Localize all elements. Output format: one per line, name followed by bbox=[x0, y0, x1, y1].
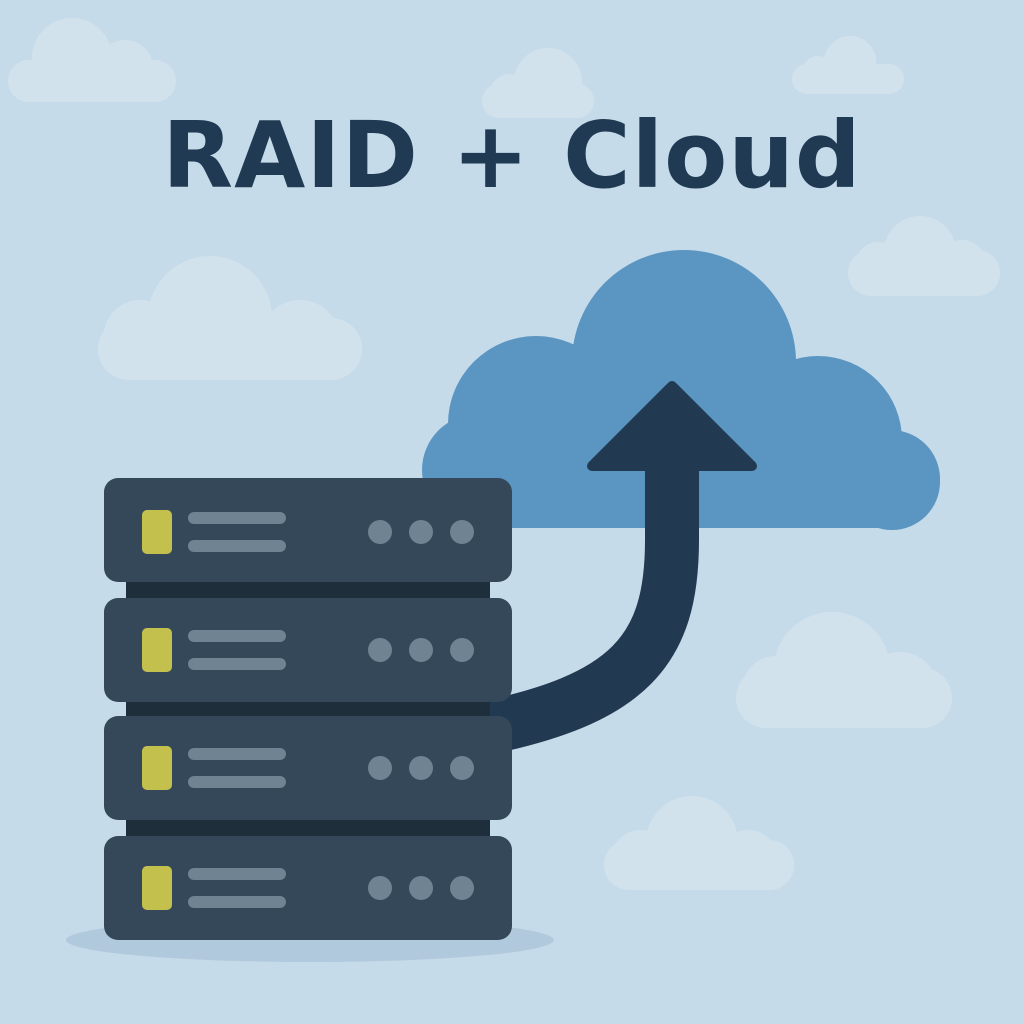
server-rack-icon bbox=[104, 478, 512, 940]
status-dot bbox=[450, 520, 474, 544]
status-dot bbox=[450, 756, 474, 780]
server-unit bbox=[104, 716, 512, 820]
bg-cloud-icon bbox=[8, 18, 176, 102]
led-icon bbox=[142, 746, 172, 790]
led-icon bbox=[142, 628, 172, 672]
bg-cloud-icon bbox=[98, 256, 362, 380]
bg-cloud-icon bbox=[736, 612, 952, 728]
server-unit bbox=[104, 598, 512, 702]
bg-cloud-icon bbox=[792, 36, 904, 94]
cloud-icon bbox=[422, 250, 940, 530]
status-dot bbox=[368, 520, 392, 544]
bg-cloud-icon bbox=[848, 216, 1000, 296]
status-dot bbox=[409, 756, 433, 780]
status-dot bbox=[409, 876, 433, 900]
status-dot bbox=[368, 756, 392, 780]
upload-arrow-icon bbox=[470, 381, 757, 757]
server-unit bbox=[104, 836, 512, 940]
status-dot bbox=[450, 638, 474, 662]
server-unit bbox=[104, 478, 512, 582]
bg-cloud-icon bbox=[482, 48, 594, 118]
status-dot bbox=[368, 876, 392, 900]
led-icon bbox=[142, 510, 172, 554]
status-dot bbox=[409, 638, 433, 662]
background-clouds bbox=[8, 18, 1000, 890]
status-dot bbox=[409, 520, 433, 544]
status-dot bbox=[368, 638, 392, 662]
status-dot bbox=[450, 876, 474, 900]
bg-cloud-icon bbox=[604, 796, 794, 890]
led-icon bbox=[142, 866, 172, 910]
page-title: RAID + Cloud bbox=[162, 102, 862, 209]
